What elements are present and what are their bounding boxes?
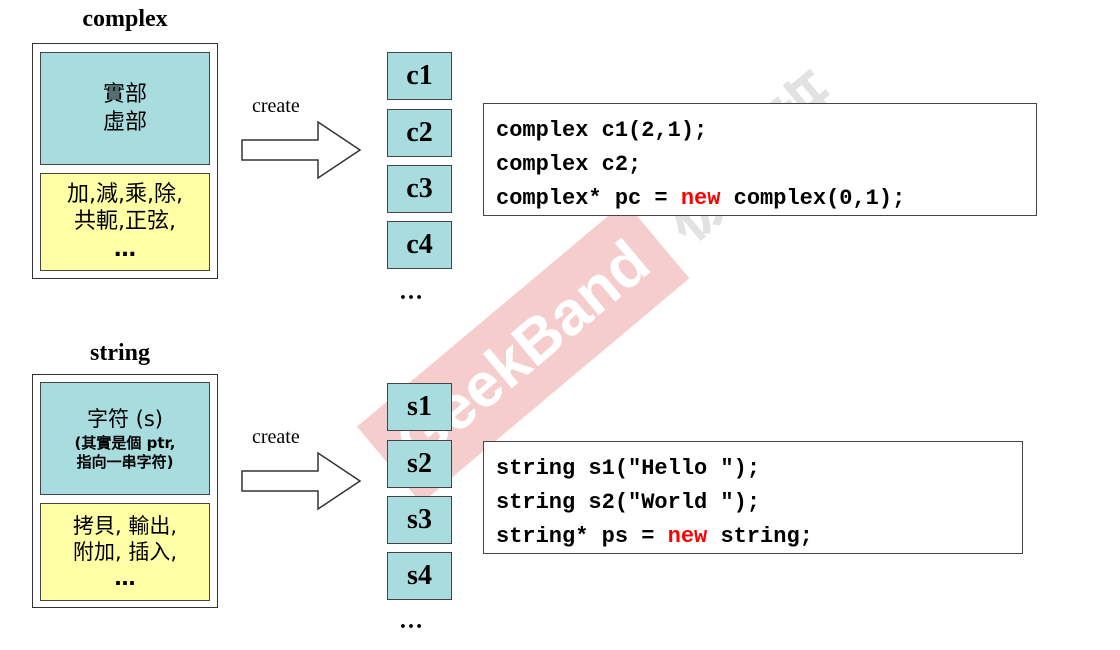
string-code-line-1: string s1("Hello "); xyxy=(496,456,761,481)
string-create-label: create xyxy=(252,426,300,448)
complex-code-line-2: complex c2; xyxy=(496,152,642,177)
new-keyword: new xyxy=(667,524,708,549)
string-func-box: 拷貝, 輸出, 附加, 插入, … xyxy=(40,503,210,601)
complex-data-box: 實部 虛部 xyxy=(40,52,210,165)
string-data-sub-2: 指向一串字符) xyxy=(76,452,174,471)
string-func-line-3: … xyxy=(114,566,136,591)
complex-data-imag: 虛部 xyxy=(102,109,147,135)
string-more-dots: … xyxy=(399,608,424,634)
object-c4: c4 xyxy=(387,221,452,269)
complex-func-line-1: 加,減,乘,除, xyxy=(67,181,183,207)
complex-func-line-3: … xyxy=(114,236,136,262)
string-class-box: 字符 (s) (其實是個 ptr, 指向一串字符) 拷貝, 輸出, 附加, 插入… xyxy=(32,374,218,608)
string-code-line-2: string s2("World "); xyxy=(496,490,761,515)
string-title: string xyxy=(90,340,150,366)
complex-code-line-3: complex* pc = new complex(0,1); xyxy=(496,186,906,211)
string-data-sub-1: (其實是個 ptr, xyxy=(74,433,176,452)
complex-func-box: 加,減,乘,除, 共軛,正弦, … xyxy=(40,173,210,271)
string-data-box: 字符 (s) (其實是個 ptr, 指向一串字符) xyxy=(40,382,210,495)
object-c1: c1 xyxy=(387,52,452,100)
new-keyword: new xyxy=(680,186,721,211)
string-data-main: 字符 (s) xyxy=(86,406,163,431)
complex-more-dots: … xyxy=(399,279,424,305)
complex-func-line-2: 共軛,正弦, xyxy=(74,209,176,235)
string-func-line-2: 附加, 插入, xyxy=(72,539,178,564)
object-s1: s1 xyxy=(387,383,452,431)
object-c3: c3 xyxy=(387,165,452,213)
object-s4: s4 xyxy=(387,552,452,600)
complex-code-box: complex c1(2,1); complex c2; complex* pc… xyxy=(483,103,1037,216)
string-func-line-1: 拷貝, 輸出, xyxy=(72,513,178,538)
object-c2: c2 xyxy=(387,109,452,157)
object-s2: s2 xyxy=(387,440,452,488)
complex-create-arrow xyxy=(241,120,362,180)
object-s3: s3 xyxy=(387,496,452,544)
complex-code-line-1: complex c1(2,1); xyxy=(496,118,708,143)
string-code-line-3: string* ps = new string; xyxy=(496,524,813,549)
complex-title: complex xyxy=(82,6,168,32)
string-code-box: string s1("Hello "); string s2("World ")… xyxy=(483,441,1023,554)
complex-data-real: 實部 xyxy=(102,82,147,107)
complex-class-box: 實部 虛部 加,減,乘,除, 共軛,正弦, … xyxy=(32,43,218,279)
complex-create-label: create xyxy=(252,95,300,117)
string-create-arrow xyxy=(241,451,362,511)
